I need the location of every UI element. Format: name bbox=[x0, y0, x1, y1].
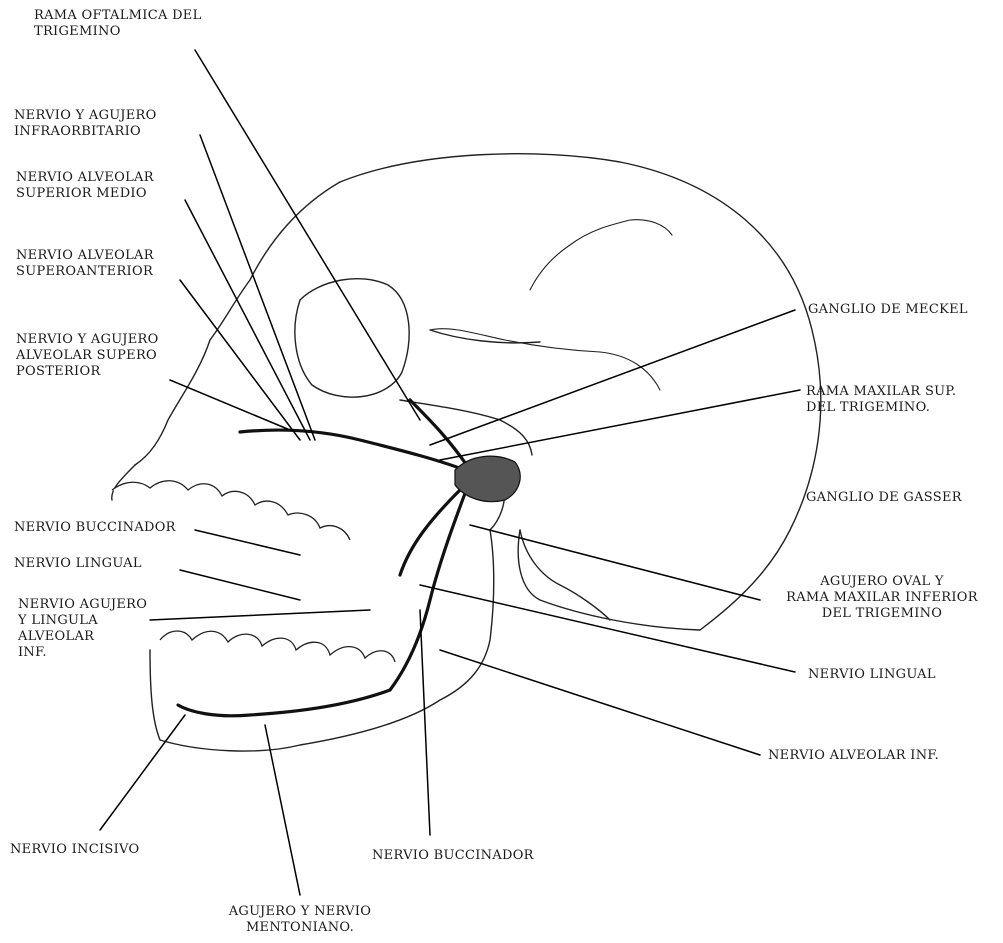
lower-teeth bbox=[160, 631, 395, 662]
leader-alveolar-inf bbox=[440, 650, 760, 755]
maxillary-nerve bbox=[240, 430, 470, 472]
label-alveolar-superior-medio: NERVIO ALVEOLAR SUPERIOR MEDIO bbox=[16, 170, 154, 202]
label-buccinador-bottom: NERVIO BUCCINADOR bbox=[372, 848, 534, 864]
label-agujero-oval: AGUJERO OVAL Y RAMA MAXILAR INFERIOR DEL… bbox=[762, 574, 1002, 622]
coronal-suture bbox=[530, 220, 672, 290]
label-superoanterior: NERVIO ALVEOLAR SUPEROANTERIOR bbox=[16, 248, 154, 280]
label-rama-maxilar-sup: RAMA MAXILAR SUP. DEL TRIGEMINO. bbox=[806, 384, 956, 416]
leader-buccinador-bottom bbox=[420, 610, 430, 835]
label-ganglio-meckel: GANGLIO DE MECKEL bbox=[808, 302, 968, 318]
label-lingual-left: NERVIO LINGUAL bbox=[14, 556, 142, 572]
cranium-outline bbox=[340, 154, 821, 630]
leader-incisivo bbox=[100, 715, 185, 830]
label-ganglio-gasser: GANGLIO DE GASSER bbox=[806, 490, 962, 506]
leader-alv-sup-medio bbox=[185, 200, 310, 440]
mandibular-nerve bbox=[390, 480, 470, 690]
temporal-region bbox=[430, 330, 540, 343]
label-rama-oftalmica: RAMA OFTALMICA DEL TRIGEMINO bbox=[34, 8, 202, 40]
leader-ganglio-meckel bbox=[430, 310, 795, 445]
leader-mentoniano bbox=[265, 725, 300, 895]
label-alveolar-inf: NERVIO ALVEOLAR INF. bbox=[768, 748, 939, 764]
label-supero-posterior: NERVIO Y AGUJERO ALVEOLAR SUPERO POSTERI… bbox=[16, 332, 159, 380]
label-buccinador-left: NERVIO BUCCINADOR bbox=[14, 520, 176, 536]
leader-agujero-oval bbox=[470, 525, 760, 600]
label-agujero-lingula: NERVIO AGUJERO Y LINGULA ALVEOLAR INF. bbox=[18, 597, 147, 661]
orbit-outline bbox=[295, 279, 409, 397]
leader-maxilar-sup bbox=[440, 390, 800, 460]
leader-buccinador-left bbox=[195, 530, 300, 555]
label-mentoniano: AGUJERO Y NERVIO MENTONIANO. bbox=[200, 904, 400, 936]
leader-oftalmica bbox=[195, 50, 420, 420]
label-lingual-right: NERVIO LINGUAL bbox=[808, 667, 936, 683]
label-infraorbitario: NERVIO Y AGUJERO INFRAORBITARIO bbox=[14, 108, 157, 140]
leader-agujero-lingula bbox=[150, 610, 370, 620]
frontal-outline bbox=[210, 182, 340, 340]
leader-infraorbitario bbox=[200, 135, 315, 440]
leader-lingual-left bbox=[180, 570, 300, 600]
label-incisivo: NERVIO INCISIVO bbox=[10, 842, 139, 858]
mastoid-outline bbox=[520, 530, 610, 620]
inferior-alveolar-nerve bbox=[178, 690, 390, 716]
leader-supero-posterior bbox=[170, 380, 290, 430]
